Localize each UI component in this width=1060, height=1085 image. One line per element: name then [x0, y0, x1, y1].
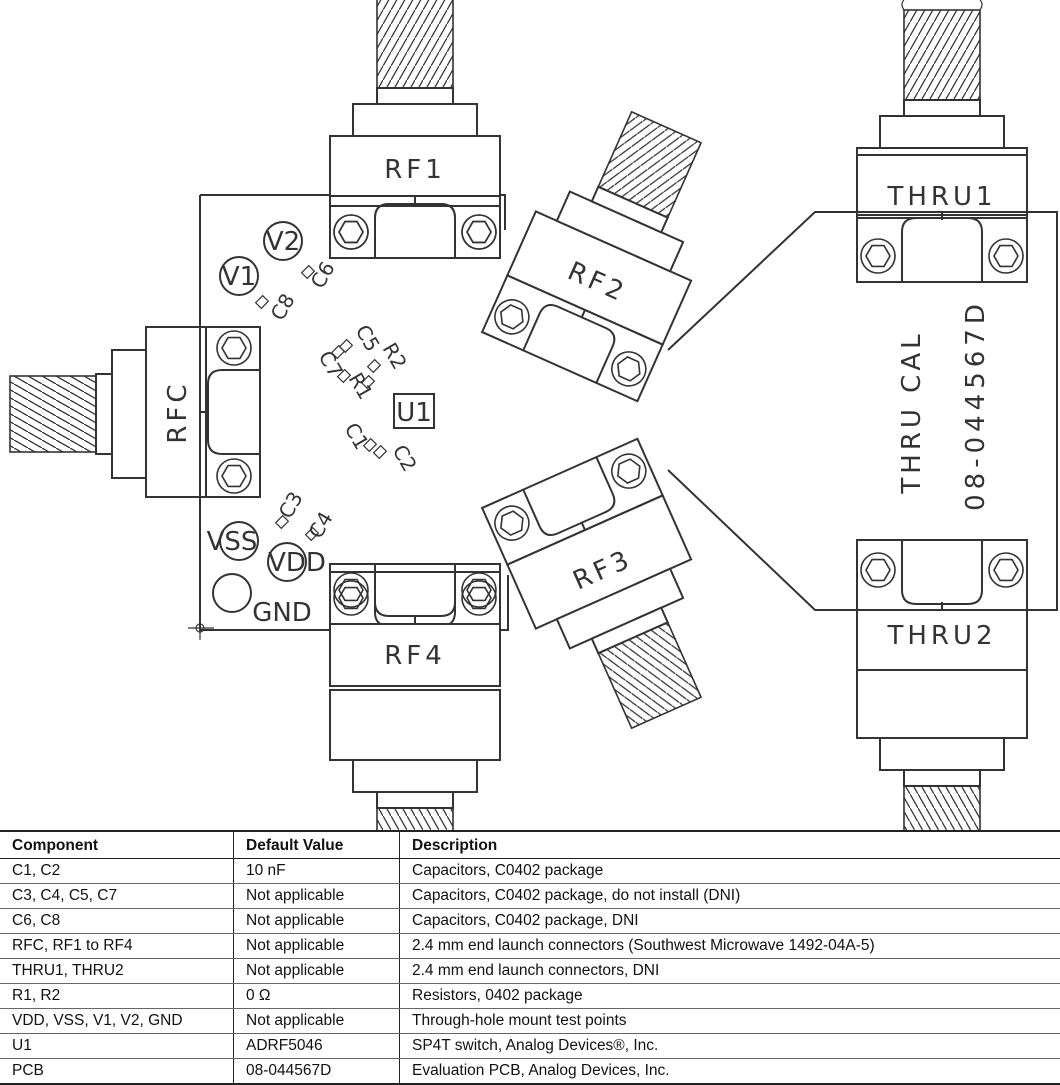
table-row: C3, C4, C5, C7 Not applicable Capacitors… [0, 884, 1060, 909]
thru2-label: THRU2 [886, 621, 996, 651]
cell-component: RFC, RF1 to RF4 [0, 934, 234, 959]
svg-text:GND: GND [252, 598, 312, 628]
component-table: Component Default Value Description C1, … [0, 830, 1060, 1085]
col-header-description: Description [400, 831, 1060, 859]
connector-thru1: THRU1 [857, 0, 1027, 282]
thru1-label: THRU1 [886, 182, 996, 212]
cell-component: THRU1, THRU2 [0, 959, 234, 984]
cell-default-value: Not applicable [234, 934, 400, 959]
svg-text:V1: V1 [222, 262, 256, 292]
cell-description: 2.4 mm end launch connectors, DNI [400, 959, 1060, 984]
table-row: C1, C2 10 nF Capacitors, C0402 package [0, 859, 1060, 884]
pcb-number-label: 08-044567D [961, 299, 991, 511]
cell-default-value: Not applicable [234, 1009, 400, 1034]
connector-rfc: RFC [10, 327, 260, 497]
table-header-row: Component Default Value Description [0, 831, 1060, 859]
test-point-v1: V1 [220, 257, 258, 295]
cell-default-value: 08-044567D [234, 1059, 400, 1085]
cell-component: VDD, VSS, V1, V2, GND [0, 1009, 234, 1034]
svg-text:C3: C3 [274, 487, 308, 522]
table-row: C6, C8 Not applicable Capacitors, C0402 … [0, 909, 1060, 934]
rfc-label: RFC [163, 380, 193, 443]
table-row: R1, R2 0 Ω Resistors, 0402 package [0, 984, 1060, 1009]
test-point-vss: VSS [207, 522, 258, 560]
component-c5: C5 [332, 321, 385, 359]
cell-description: Through-hole mount test points [400, 1009, 1060, 1034]
svg-text:C6: C6 [306, 257, 340, 292]
cell-default-value: ADRF5046 [234, 1034, 400, 1059]
svg-text:C1: C1 [340, 419, 374, 454]
cell-component: PCB [0, 1059, 234, 1085]
connector-thru2: THRU2 [857, 540, 1027, 830]
rf4-label: RF4 [384, 641, 446, 671]
svg-text:U1: U1 [396, 398, 432, 428]
cell-description: SP4T switch, Analog Devices®, Inc. [400, 1034, 1060, 1059]
cell-description: 2.4 mm end launch connectors (Southwest … [400, 934, 1060, 959]
u1-ic: U1 [394, 394, 434, 428]
cell-default-value: Not applicable [234, 959, 400, 984]
cell-description: Evaluation PCB, Analog Devices, Inc. [400, 1059, 1060, 1085]
svg-text:C2: C2 [388, 441, 422, 476]
table-row: PCB 08-044567D Evaluation PCB, Analog De… [0, 1059, 1060, 1085]
connector-rf2: RF2 [482, 93, 744, 401]
component-c1: C1 [340, 419, 377, 454]
cell-description: Capacitors, C0402 package, DNI [400, 909, 1060, 934]
cell-default-value: Not applicable [234, 884, 400, 909]
col-header-component: Component [0, 831, 234, 859]
component-c3: C3 [274, 487, 308, 528]
component-c2: C2 [374, 441, 422, 476]
svg-text:V2: V2 [266, 227, 300, 257]
cell-component: R1, R2 [0, 984, 234, 1009]
component-c4: C4 [304, 507, 338, 542]
table-row: THRU1, THRU2 Not applicable 2.4 mm end l… [0, 959, 1060, 984]
evaluation-board-assembly-diagram: RF1 RF4 RFC [0, 0, 1060, 830]
cell-description: Capacitors, C0402 package [400, 859, 1060, 884]
svg-text:C8: C8 [266, 289, 300, 324]
test-point-gnd: GND [213, 574, 312, 628]
thru-cal-label: THRU CAL [897, 330, 927, 494]
cell-description: Capacitors, C0402 package, do not instal… [400, 884, 1060, 909]
svg-text:VDD: VDD [268, 548, 326, 578]
col-header-default-value: Default Value [234, 831, 400, 859]
svg-text:C7: C7 [314, 347, 348, 382]
cell-component: C3, C4, C5, C7 [0, 884, 234, 909]
cell-default-value: Not applicable [234, 909, 400, 934]
table-row: U1 ADRF5046 SP4T switch, Analog Devices®… [0, 1034, 1060, 1059]
table-row: RFC, RF1 to RF4 Not applicable 2.4 mm en… [0, 934, 1060, 959]
connector-rf4: RF4 [330, 564, 500, 830]
cell-default-value: 0 Ω [234, 984, 400, 1009]
rf1-label: RF1 [384, 155, 446, 185]
connector-rf1: RF1 [330, 0, 500, 258]
component-c6: C6 [302, 257, 340, 292]
connector-rf3: RF3 [482, 439, 744, 747]
cell-description: Resistors, 0402 package [400, 984, 1060, 1009]
cell-default-value: 10 nF [234, 859, 400, 884]
cell-component: C6, C8 [0, 909, 234, 934]
svg-text:VSS: VSS [207, 527, 258, 557]
test-point-vdd: VDD [268, 543, 326, 581]
table-row: VDD, VSS, V1, V2, GND Not applicable Thr… [0, 1009, 1060, 1034]
component-c8: C8 [256, 289, 300, 324]
test-point-v2: V2 [264, 222, 302, 260]
cell-component: C1, C2 [0, 859, 234, 884]
cell-component: U1 [0, 1034, 234, 1059]
